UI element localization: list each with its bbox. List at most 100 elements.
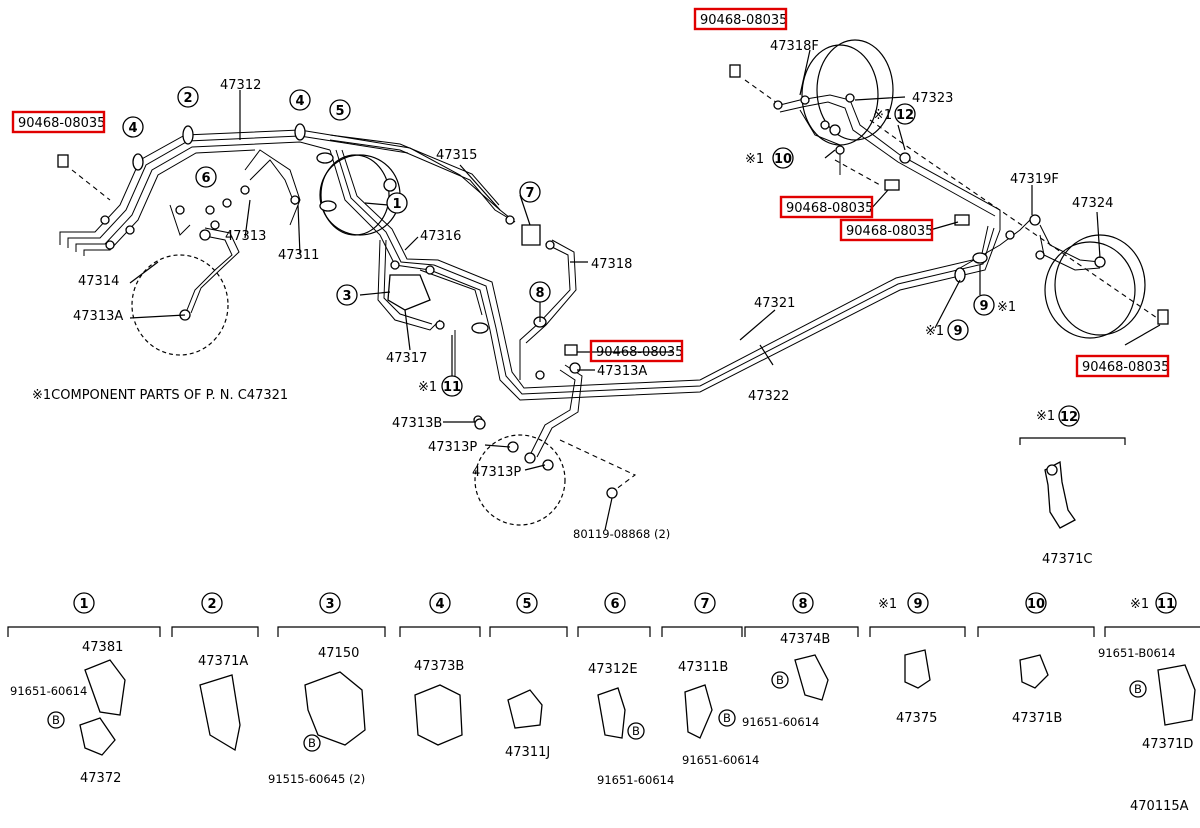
- dashed-leaders: [71, 79, 1161, 491]
- label-clip-center: 90468-08035: [596, 345, 683, 360]
- svg-text:B: B: [52, 713, 60, 727]
- svg-text:47371B: 47371B: [1012, 711, 1062, 726]
- svg-text:B: B: [776, 673, 784, 687]
- svg-text:5: 5: [522, 597, 531, 612]
- svg-text:※1: ※1: [878, 597, 897, 612]
- svg-text:47372: 47372: [80, 771, 121, 786]
- legend-col-6: 6 47312E B 91651-60614: [577, 592, 674, 787]
- svg-text:47311J: 47311J: [505, 745, 550, 760]
- brake-pipes: [59, 94, 1101, 458]
- svg-text:47313P: 47313P: [428, 440, 477, 455]
- highlight-clip-mid2[interactable]: [839, 218, 934, 242]
- svg-text:9: 9: [953, 324, 962, 339]
- svg-text:47313P: 47313P: [472, 465, 521, 480]
- svg-text:91651-B0614: 91651-B0614: [1098, 646, 1175, 660]
- svg-text:10: 10: [774, 152, 792, 167]
- svg-text:47317: 47317: [386, 351, 427, 366]
- svg-text:7: 7: [700, 597, 709, 612]
- legend-col-5: 5 47311J: [489, 592, 568, 760]
- svg-text:11: 11: [443, 380, 461, 395]
- svg-text:47375: 47375: [896, 711, 937, 726]
- svg-text:2: 2: [183, 91, 192, 106]
- svg-text:B: B: [1134, 682, 1142, 696]
- svg-text:91651-60614: 91651-60614: [742, 715, 819, 729]
- svg-text:※1: ※1: [1036, 409, 1055, 424]
- svg-text:9: 9: [913, 597, 922, 612]
- leader-lines: [129, 49, 1161, 531]
- svg-text:91651-60614: 91651-60614: [682, 753, 759, 767]
- svg-text:4: 4: [435, 597, 444, 612]
- detail-panel-12: ※1 12: [1019, 405, 1126, 529]
- legend-col-7: 7 47311B B 91651-60614: [661, 592, 759, 767]
- svg-text:47371C: 47371C: [1042, 552, 1092, 567]
- wheel-assemblies: [131, 39, 1146, 526]
- label-clip-tl: 90468-08035: [18, 116, 105, 131]
- legend-col-9: ※1 9 47375: [869, 592, 966, 726]
- svg-text:B: B: [723, 711, 731, 725]
- highlight-clip-mid1[interactable]: [779, 195, 874, 219]
- svg-text:91515-60645 (2): 91515-60645 (2): [268, 772, 365, 786]
- highlight-clip-tl[interactable]: [11, 110, 106, 134]
- svg-text:47323: 47323: [912, 91, 953, 106]
- svg-text:47312E: 47312E: [588, 662, 638, 677]
- svg-text:91651-60614: 91651-60614: [597, 773, 674, 787]
- svg-text:8: 8: [535, 286, 544, 301]
- callout-9a: 9 ※1: [973, 294, 1016, 316]
- label-clip-top: 90468-08035: [700, 13, 787, 28]
- svg-text:47374B: 47374B: [780, 632, 830, 647]
- legend-col-2: 2 47371A: [171, 592, 259, 752]
- legend-col-1: 1 47381 91651-60614 B 47372: [7, 592, 161, 786]
- component-note: ※1COMPONENT PARTS OF P. N. C47321: [32, 388, 288, 403]
- callout-6: 6: [195, 166, 217, 188]
- figure-id: 470115A: [1130, 799, 1189, 814]
- svg-text:5: 5: [335, 104, 344, 119]
- callout-9b: ※1 9: [925, 319, 969, 341]
- svg-text:80119-08868 (2): 80119-08868 (2): [573, 527, 670, 541]
- svg-text:※1: ※1: [997, 300, 1016, 315]
- highlight-clip-center[interactable]: [589, 339, 684, 363]
- svg-text:91651-60614: 91651-60614: [10, 684, 87, 698]
- svg-text:47319F: 47319F: [1010, 172, 1059, 187]
- highlight-boxes: [11, 7, 1170, 378]
- svg-text:3: 3: [325, 597, 334, 612]
- svg-text:B: B: [308, 736, 316, 750]
- small-part-shapes: [57, 64, 1169, 499]
- callout-10: ※1 10: [745, 147, 794, 169]
- svg-text:B: B: [632, 724, 640, 738]
- svg-text:6: 6: [201, 171, 210, 186]
- svg-text:※1: ※1: [418, 380, 437, 395]
- legend-col-3: 3 47150 B 91515-60645 (2): [268, 592, 386, 786]
- callout-5: 5: [329, 99, 351, 121]
- highlight-clip-top[interactable]: [693, 7, 788, 31]
- svg-text:47315: 47315: [436, 148, 477, 163]
- svg-text:47321: 47321: [754, 296, 795, 311]
- svg-text:47373B: 47373B: [414, 659, 464, 674]
- svg-text:47311: 47311: [278, 248, 319, 263]
- legend-col-4: 4 47373B: [399, 592, 481, 746]
- svg-text:※1: ※1: [745, 152, 764, 167]
- legend-col-8: 8 47374B B 91651-60614: [742, 592, 859, 729]
- svg-text:47312: 47312: [220, 78, 261, 93]
- svg-text:47314: 47314: [78, 274, 119, 289]
- svg-text:4: 4: [295, 94, 304, 109]
- svg-text:47322: 47322: [748, 389, 789, 404]
- svg-text:3: 3: [342, 289, 351, 304]
- callout-11: ※1 11: [418, 375, 463, 397]
- callout-4a: 4: [122, 116, 144, 138]
- callout-12a: ※1 12: [873, 103, 916, 125]
- svg-text:10: 10: [1027, 597, 1045, 612]
- part-labels: 90468-08035 90468-08035 90468-08035 9046…: [18, 13, 1189, 814]
- svg-text:47324: 47324: [1072, 196, 1113, 211]
- svg-text:8: 8: [798, 597, 807, 612]
- legend-col-11: ※1 11 91651-B0614 B 47371D: [1098, 592, 1200, 752]
- svg-text:12: 12: [1060, 410, 1078, 425]
- svg-text:47313A: 47313A: [597, 364, 647, 379]
- callout-7: 7: [519, 181, 541, 203]
- callout-8: 8: [529, 281, 551, 303]
- legend-col-10: 10 47371B: [977, 592, 1095, 726]
- svg-text:6: 6: [610, 597, 619, 612]
- svg-text:47311B: 47311B: [678, 660, 728, 675]
- highlight-clip-right[interactable]: [1075, 354, 1170, 378]
- svg-text:1: 1: [392, 197, 401, 212]
